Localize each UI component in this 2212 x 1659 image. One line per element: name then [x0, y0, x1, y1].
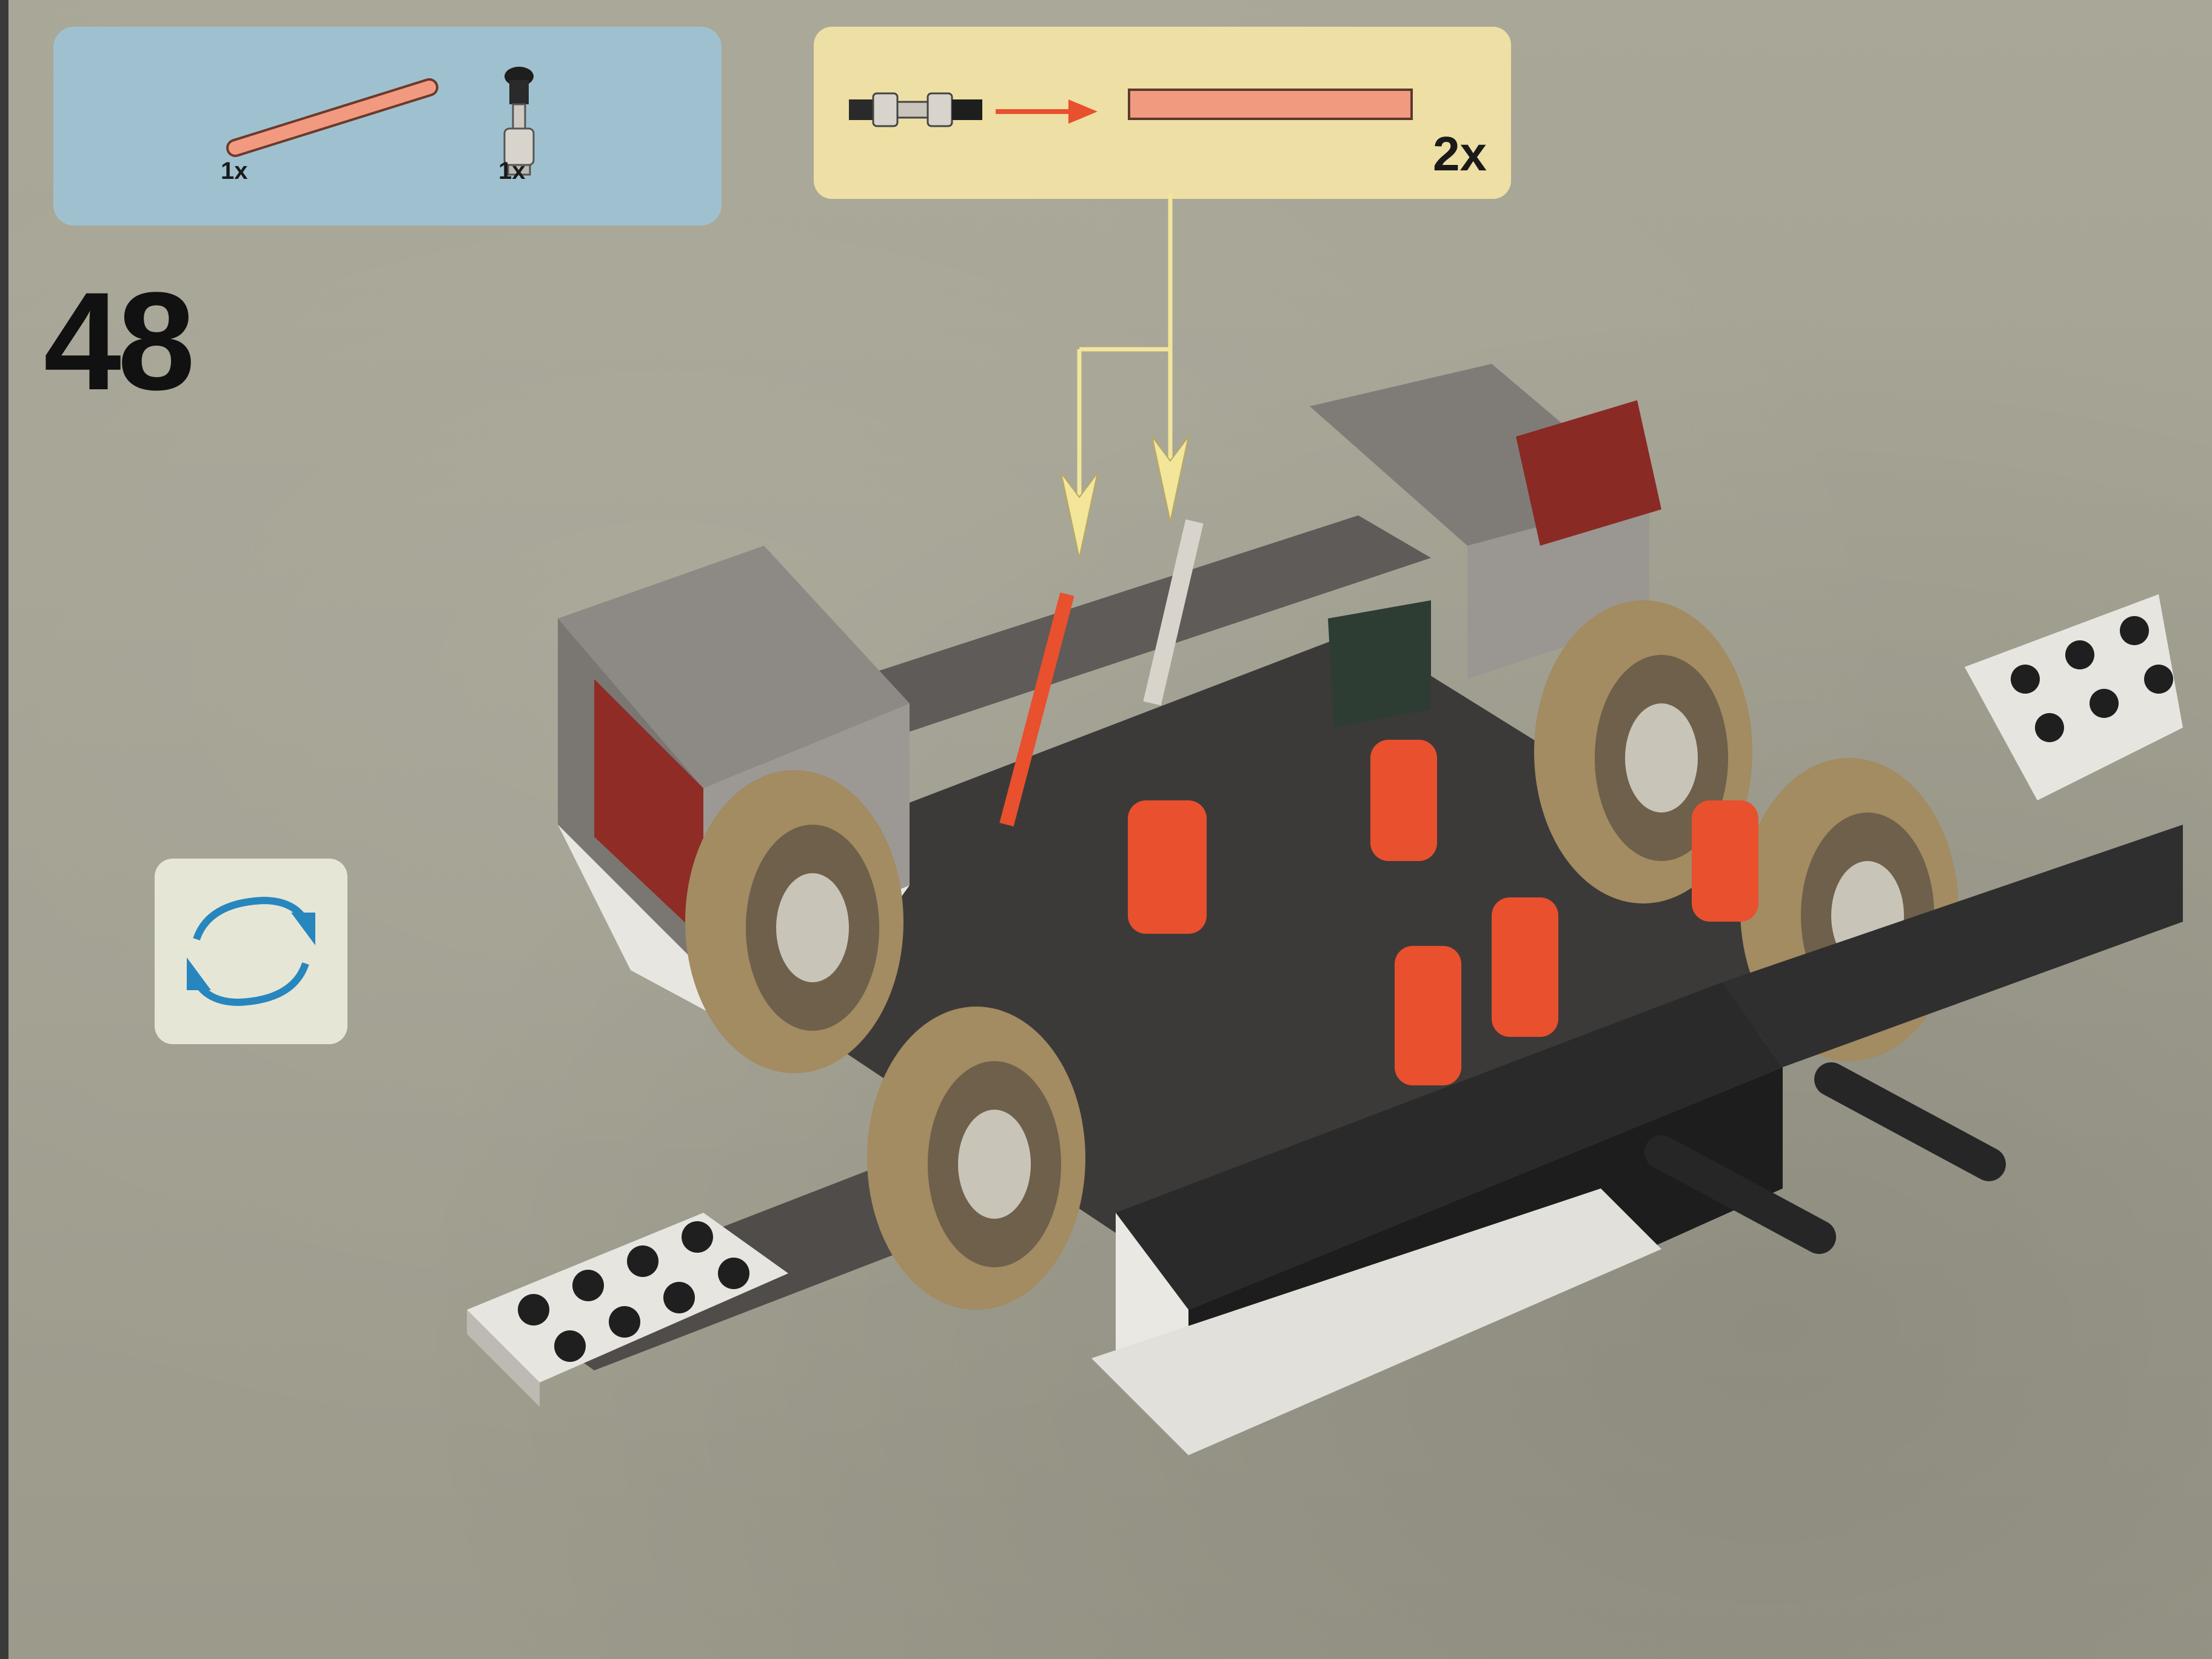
step-number: 48 [44, 263, 195, 419]
assembly-arrow-icon [996, 99, 1098, 124]
axle-part-icon [226, 78, 438, 157]
parts-list-box: 1x 1x [53, 27, 722, 226]
pin-part-icon [503, 67, 535, 176]
wheel-front-left [685, 770, 903, 1073]
callout-multiplier: 2x [1433, 127, 1487, 181]
rotate-indicator-box [155, 859, 347, 1044]
pin-part-count: 1x [498, 158, 526, 184]
callout-connector-lines [1061, 194, 1189, 558]
model-illustration [467, 364, 2183, 1455]
rotate-model-icon [187, 896, 315, 1007]
axle-part-count: 1x [221, 158, 248, 184]
page-edge [0, 0, 8, 1659]
pink-axle-result-icon [1128, 89, 1413, 120]
subassembly-callout-box: 2x [814, 27, 1511, 199]
pin-piece-icon [849, 92, 982, 127]
wheel-front-right [867, 1007, 1085, 1310]
